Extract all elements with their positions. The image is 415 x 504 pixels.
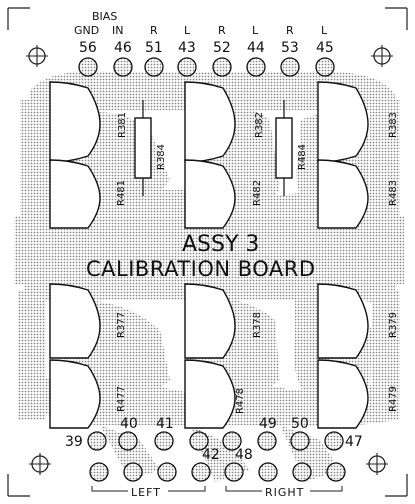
pin-pad [326,462,346,482]
pin-number: 49 [259,416,277,432]
pin-number: 44 [247,40,265,56]
pin-pad [89,462,109,482]
resistor-label: R481 [116,180,127,206]
bottom-pin-row-upper [87,431,344,451]
pin-number: 41 [156,416,174,432]
pin-number: 52 [213,40,231,56]
label-left: LEFT [131,486,161,499]
label-l: L [184,24,191,37]
resistor-body [275,117,293,179]
resistor-label: R384 [156,144,167,170]
board-corner-tr [385,7,408,30]
pin-pad [324,431,344,451]
resistor-label: R379 [388,312,399,338]
pin-number: 42 [202,447,220,463]
label-right: RIGHT [265,486,304,499]
pin-pad [144,57,164,77]
pin-pad [315,57,335,77]
pin-number: 46 [114,40,132,56]
resistor-body [134,117,152,179]
resistor-label: R382 [254,112,265,138]
label-r: R [218,24,226,37]
title-line-2: CALIBRATION BOARD [86,257,316,281]
label-gnd: GND [74,24,99,37]
board-corner-br [385,474,408,497]
resistor-label: R383 [388,112,399,138]
pin-number: 53 [281,40,299,56]
pin-pad [78,57,98,77]
pin-pad [113,57,133,77]
pin-number: 47 [345,434,363,450]
pin-pad [157,462,177,482]
component-outlines-bottom [49,283,369,429]
pin-pad [292,462,312,482]
board-corner-tl [7,7,30,30]
pin-number: 48 [235,447,253,463]
resistor-label: R482 [252,180,263,206]
mounting-hole-icon [366,453,388,475]
top-pin-row [78,57,335,77]
pin-pad [257,431,277,451]
pin-pad [87,431,107,451]
pin-pad [191,462,211,482]
pin-number: 51 [145,40,163,56]
pin-number: 40 [120,416,138,432]
label-r: R [150,24,158,37]
label-l: L [252,24,259,37]
pin-number: 43 [178,40,196,56]
resistor-label: R377 [116,312,127,338]
mounting-hole-icon [29,453,51,475]
pin-pad [177,57,197,77]
label-in: IN [112,24,123,37]
label-bias: BIAS [92,10,117,23]
title-line-1: ASSY 3 [182,232,259,257]
board-corner-bl [7,474,30,497]
pin-number: 50 [291,416,309,432]
bottom-pin-row-lower [89,462,346,482]
pin-pad [212,57,232,77]
resistor-label: R478 [235,388,246,414]
pin-pad [118,431,138,451]
pin-number: 39 [65,434,83,450]
pin-pad [222,431,242,451]
pin-pad [154,431,174,451]
component-outlines-top [49,81,369,229]
pin-number: 56 [79,40,97,56]
resistor-label: R477 [116,386,127,412]
pin-pad [123,462,143,482]
mounting-hole-icon [26,45,48,67]
pin-pad [290,431,310,451]
pin-pad [280,57,300,77]
mounting-hole-icon [371,45,393,67]
pin-number: 45 [316,40,334,56]
resistor-label: R483 [388,180,399,206]
resistor-label: R378 [252,312,263,338]
resistor-label: R484 [297,144,308,170]
resistor-label: R479 [388,386,399,412]
label-r: R [286,24,294,37]
pin-pad [258,462,278,482]
pin-pad [189,431,209,451]
resistor-label: R381 [117,112,128,138]
pin-pad [224,462,244,482]
label-l: L [321,24,328,37]
pin-pad [246,57,266,77]
